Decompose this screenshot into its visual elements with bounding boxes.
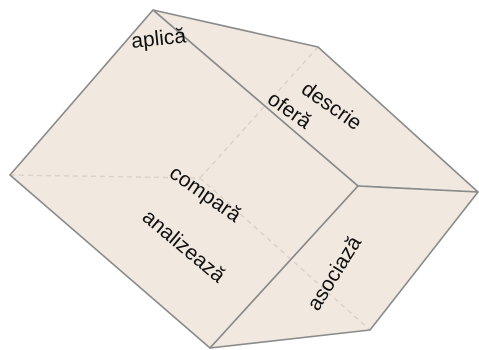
face-right (209, 185, 479, 349)
cube-faces (9, 9, 479, 349)
label-aplica: aplică (130, 24, 187, 53)
